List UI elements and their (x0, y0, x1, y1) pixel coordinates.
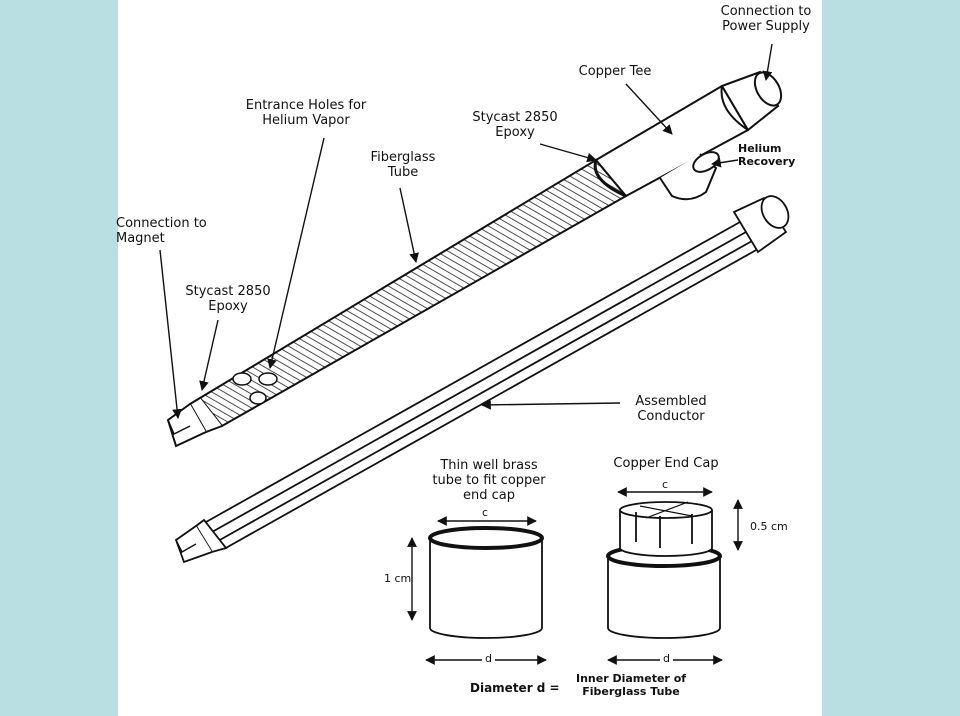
assembled-conductor-rod (174, 195, 790, 564)
label-line: tube to fit copper (432, 473, 546, 488)
arrow-helium-recovery (711, 157, 739, 168)
label-line: Magnet (116, 231, 165, 246)
label-line: end cap (463, 488, 515, 503)
formula-right: Inner Diameter of Fiberglass Tube (576, 672, 686, 698)
formula-left: Diameter d = (470, 681, 560, 695)
label-copper-tee: Copper Tee (578, 64, 652, 79)
label-line: Epoxy (208, 299, 248, 314)
label-connection-magnet: Connection to Magnet (116, 216, 236, 246)
label-line: Connection to (720, 4, 812, 19)
label-line: Assembled (635, 394, 707, 409)
dim-d-right: d (660, 652, 673, 665)
arrow-magnet (159, 249, 182, 419)
top-assembly (166, 70, 783, 448)
arrow-power-supply (762, 43, 773, 81)
entrance-hole (249, 391, 267, 405)
dim-05cm: 0.5 cm (750, 520, 788, 533)
label-line: Inner Diameter of (576, 672, 687, 685)
label-line: Stycast 2850 (472, 110, 558, 125)
arrow-stycast-bottom (199, 319, 219, 391)
label-line: Power Supply (722, 19, 810, 34)
arrow-assembled-conductor (481, 399, 621, 410)
label-connection-power: Connection to Power Supply (708, 4, 824, 34)
dim-c-left: c (482, 506, 489, 519)
label-brass-tube: Thin well brass tube to fit copper end c… (414, 458, 564, 503)
dim-d-left: d (482, 652, 495, 665)
label-line: Fiberglass (370, 150, 436, 165)
arrow-fiberglass (399, 187, 419, 263)
brass-tube (428, 526, 544, 639)
copper-end-cap (606, 501, 722, 639)
label-line: Recovery (738, 155, 796, 168)
label-fiberglass-tube: Fiberglass Tube (348, 150, 458, 180)
label-stycast-bottom: Stycast 2850 Epoxy (170, 284, 286, 314)
label-line: Helium Vapor (262, 113, 350, 128)
label-copper-end-cap: Copper End Cap (613, 456, 719, 471)
label-assembled-conductor: Assembled Conductor (616, 394, 726, 424)
label-stycast-top: Stycast 2850 Epoxy (454, 110, 576, 140)
dim-1cm: 1 cm (384, 572, 412, 585)
label-line: Entrance Holes for (245, 98, 367, 113)
entrance-hole (258, 372, 278, 386)
label-line: Fiberglass Tube (582, 685, 680, 698)
arrow-entrance-holes (267, 137, 325, 369)
label-line: Conductor (637, 409, 705, 424)
label-line: Connection to (116, 216, 207, 231)
label-line: Helium (738, 142, 782, 155)
label-line: Thin well brass (440, 458, 538, 473)
arrow-copper-tee (625, 83, 673, 135)
label-entrance-holes: Entrance Holes for Helium Vapor (226, 98, 386, 128)
label-line: Epoxy (495, 125, 535, 140)
label-line: Stycast 2850 (185, 284, 271, 299)
label-line: Tube (387, 165, 419, 180)
label-helium-recovery: Helium Recovery (738, 142, 804, 168)
entrance-hole (232, 372, 252, 386)
arrow-stycast-top (539, 143, 597, 163)
dim-c-right: c (662, 478, 669, 491)
pointer-arrows (159, 43, 773, 419)
